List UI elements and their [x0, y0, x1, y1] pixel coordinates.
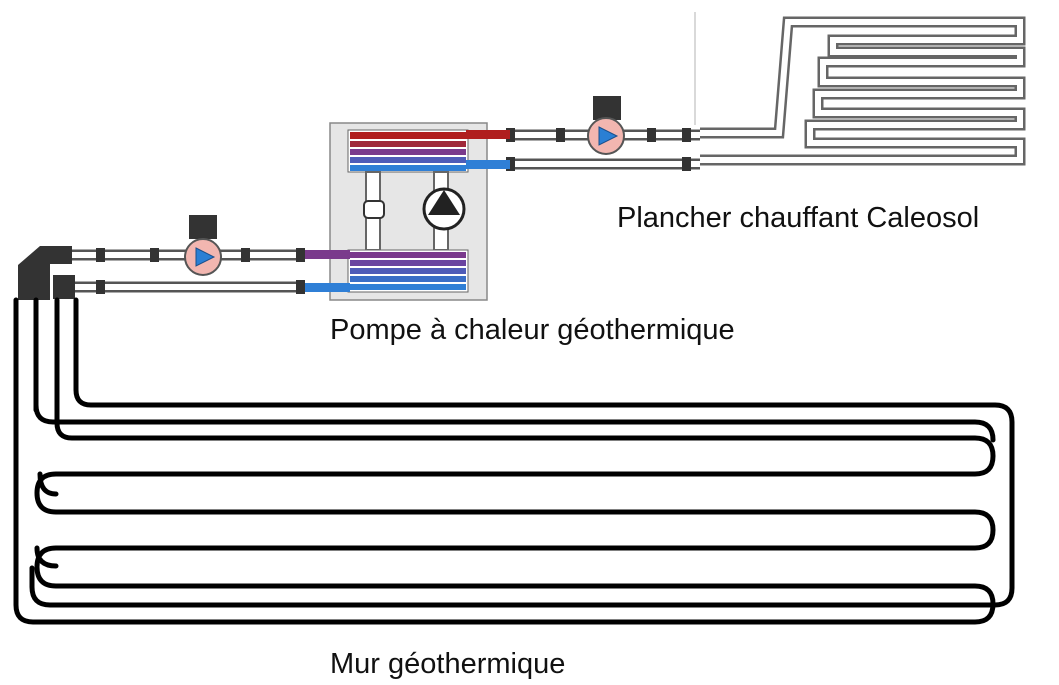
geothermal-wall-loops: [13, 297, 1015, 625]
lower-pipe-connectors: [96, 248, 305, 294]
floor-heating-coil: [700, 16, 1026, 166]
upper-circulation-pump: [587, 96, 625, 155]
geothermal-wall-label: Mur géothermique: [330, 648, 566, 680]
upper-pipe-connectors: [506, 128, 691, 171]
lower-circulation-pump: [184, 215, 222, 276]
expansion-valve-icon: [363, 200, 385, 219]
heat-exchanger-icon: [347, 249, 469, 293]
floor-heating-label: Plancher chauffant Caleosol: [617, 202, 980, 234]
heat-pump-label: Pompe à chaleur géothermique: [330, 314, 735, 346]
heat-pump-unit: [305, 122, 510, 301]
compressor-icon: [422, 187, 466, 231]
heat-exchanger-icon: [347, 129, 469, 173]
wall-collector: [18, 246, 75, 300]
